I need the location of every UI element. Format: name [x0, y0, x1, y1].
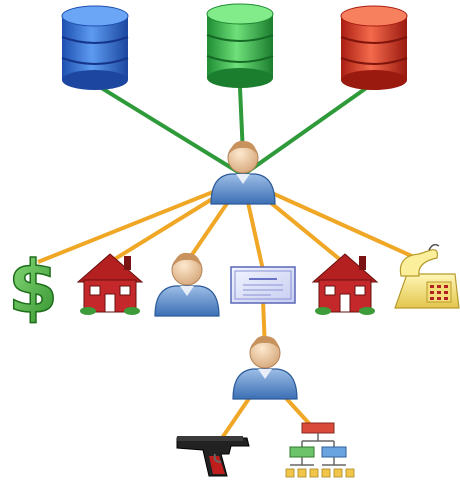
database-icon [206, 3, 274, 89]
handgun-icon [176, 436, 250, 477]
link-hub-dollar [37, 178, 244, 264]
person-icon [232, 335, 298, 400]
dollar-icon: $ [7, 244, 59, 330]
org-chart-icon [285, 422, 355, 478]
database-icon [61, 5, 129, 91]
svg-text:$: $ [8, 245, 58, 329]
person-icon [154, 252, 220, 317]
house-icon [77, 253, 143, 316]
link-blue-database-hub [93, 82, 245, 177]
document-icon [230, 266, 296, 304]
telephone-icon [394, 243, 460, 309]
database-icon [340, 5, 408, 91]
link-red-database-hub [241, 82, 374, 177]
person-icon [210, 140, 276, 205]
house-icon [312, 253, 378, 316]
